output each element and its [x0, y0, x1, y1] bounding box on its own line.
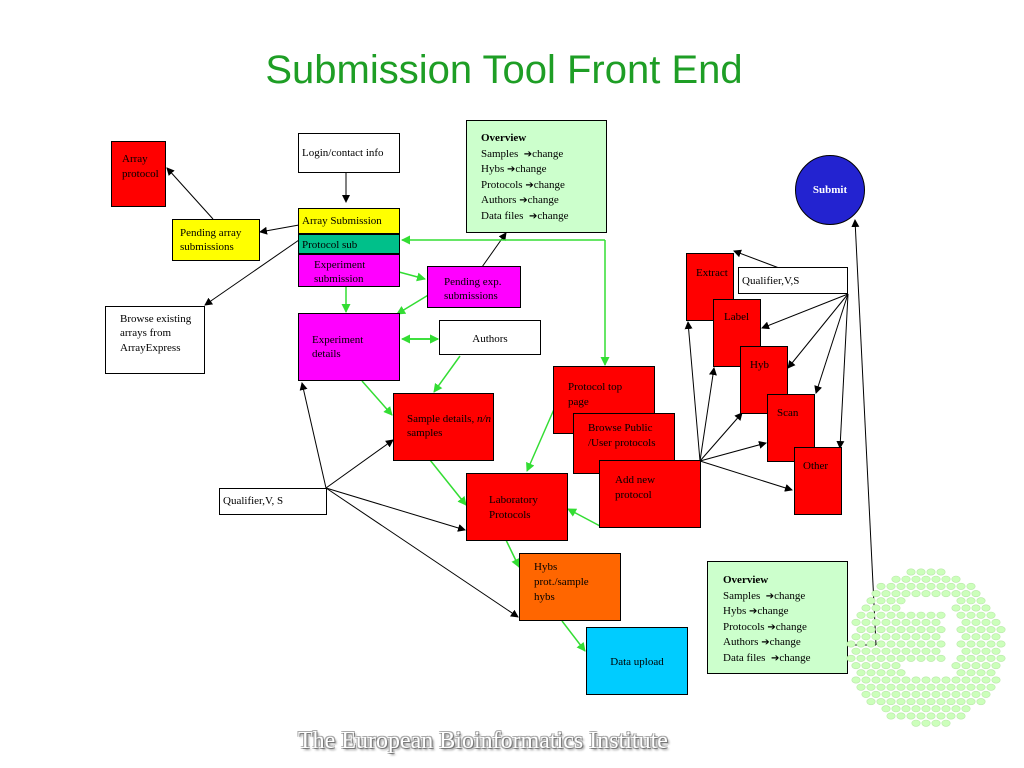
right-arrow-icon: ➔ [765, 590, 775, 602]
submit-button[interactable]: Submit [795, 155, 865, 225]
overview-bottom-row[interactable]: Samples ➔change [723, 589, 806, 602]
overview-top-row[interactable]: Hybs ➔change [481, 163, 547, 176]
right-arrow-icon: ➔ [748, 606, 758, 618]
protocol-sub-box[interactable]: Protocol sub [298, 234, 400, 254]
laboratory-protocols-box[interactable]: Laboratory Protocols [466, 473, 568, 541]
right-arrow-icon: ➔ [770, 653, 780, 665]
overview-top-row[interactable]: Samples ➔change [481, 147, 564, 160]
overview-bottom-row[interactable]: Hybs ➔change [723, 605, 789, 618]
array-protocol-box[interactable]: Array protocol [111, 141, 166, 207]
login-contact-box[interactable]: Login/contact info [298, 133, 400, 173]
footer-institute: The European Bioinformatics Institute [298, 728, 668, 754]
right-arrow-icon: ➔ [761, 637, 770, 649]
add-new-protocol-box[interactable]: Add new protocol [599, 460, 701, 528]
data-upload-box[interactable]: Data upload [586, 627, 688, 695]
browse-existing-label: Browse existing arrays from ArrayExpress [120, 313, 192, 354]
array-submission-box[interactable]: Array Submission [298, 208, 400, 234]
arrow-array-to-pending [259, 224, 300, 235]
label-label: Label [724, 311, 750, 323]
other-box[interactable]: Other [794, 447, 842, 515]
right-arrow-icon: ➔ [519, 195, 528, 207]
arrow-array-to-browse [204, 239, 300, 306]
array-protocol-label: Array protocol [122, 153, 159, 181]
right-arrow-icon: ➔ [506, 164, 516, 176]
qualifier-right-label: Qualifier,V,S [742, 275, 800, 287]
hyb-box[interactable]: Hyb [740, 346, 788, 414]
overview-bottom-box[interactable]: Overview Samples ➔change Hybs ➔change Pr… [707, 561, 848, 674]
experiment-details-label: Experiment details [312, 334, 364, 361]
array-submission-label: Array Submission [302, 215, 382, 227]
qualifier-right-box[interactable]: Qualifier,V,S [738, 267, 848, 294]
arrow-pendingexp-to-overview [481, 232, 507, 268]
arrow-pending-to-arrayprotocol [166, 167, 214, 220]
hyb-label: Hyb [750, 359, 769, 371]
pending-exp-box[interactable]: Pending exp. submissions [427, 266, 521, 308]
experiment-submission-label: Experiment submission [314, 259, 366, 285]
protocol-top-page-box[interactable]: Protocol top page [553, 366, 655, 434]
extract-label: Extract [696, 267, 728, 279]
browse-public-label: Browse Public /User protocols [588, 422, 656, 449]
overview-bottom-row[interactable]: Data files ➔change [723, 652, 811, 665]
pending-exp-label: Pending exp. submissions [444, 276, 502, 303]
right-arrow-icon: ➔ [767, 621, 776, 633]
overview-bottom-heading: Overview [723, 574, 769, 586]
experiment-details-box[interactable]: Experiment details [298, 313, 400, 381]
authors-box[interactable]: Authors [439, 320, 541, 355]
laboratory-protocols-label: Laboratory Protocols [489, 494, 538, 521]
experiment-submission-box[interactable]: Experiment submission [298, 254, 400, 287]
right-arrow-icon: ➔ [528, 211, 538, 223]
overview-top-row[interactable]: Protocols ➔change [481, 178, 565, 191]
sample-details-label: Sample details, [407, 413, 477, 425]
right-arrow-icon: ➔ [523, 148, 533, 160]
overview-top-heading: Overview [481, 132, 527, 144]
other-label: Other [803, 460, 829, 472]
add-new-protocol-label: Add new protocol [615, 474, 656, 501]
sample-details-box[interactable]: Sample details, n/n samples [393, 393, 494, 461]
overview-top-box[interactable]: Overview Samples ➔change Hybs ➔change Pr… [466, 120, 607, 233]
overview-top-row[interactable]: Data files ➔change [481, 210, 569, 223]
overview-bottom-row[interactable]: Authors ➔change [723, 636, 801, 649]
qualifier-left-label: Qualifier,V, S [223, 495, 284, 507]
right-arrow-icon: ➔ [525, 179, 534, 191]
overview-top-row[interactable]: Authors ➔change [481, 194, 559, 207]
pending-array-label: Pending array submissions [180, 227, 242, 254]
pending-array-box[interactable]: Pending array submissions [172, 219, 260, 261]
login-contact-label: Login/contact info [302, 147, 384, 159]
ebi-logo [846, 568, 1006, 727]
hybs-prot-box[interactable]: Hybs prot./sample hybs [519, 553, 621, 621]
authors-label: Authors [472, 333, 508, 345]
slide-title: Submission Tool Front End [265, 48, 743, 92]
qualifier-left-box[interactable]: Qualifier,V, S [219, 488, 327, 515]
sample-count: n/n [476, 413, 492, 425]
scan-label: Scan [777, 407, 799, 419]
data-upload-label: Data upload [610, 656, 664, 668]
hybs-prot-label: Hybs prot./sample hybs [534, 561, 589, 603]
protocol-top-page-label: Protocol top page [568, 381, 623, 408]
browse-existing-box[interactable]: Browse existing arrays from ArrayExpress [105, 306, 205, 374]
overview-bottom-row[interactable]: Protocols ➔change [723, 620, 807, 633]
protocol-sub-label: Protocol sub [302, 239, 358, 251]
